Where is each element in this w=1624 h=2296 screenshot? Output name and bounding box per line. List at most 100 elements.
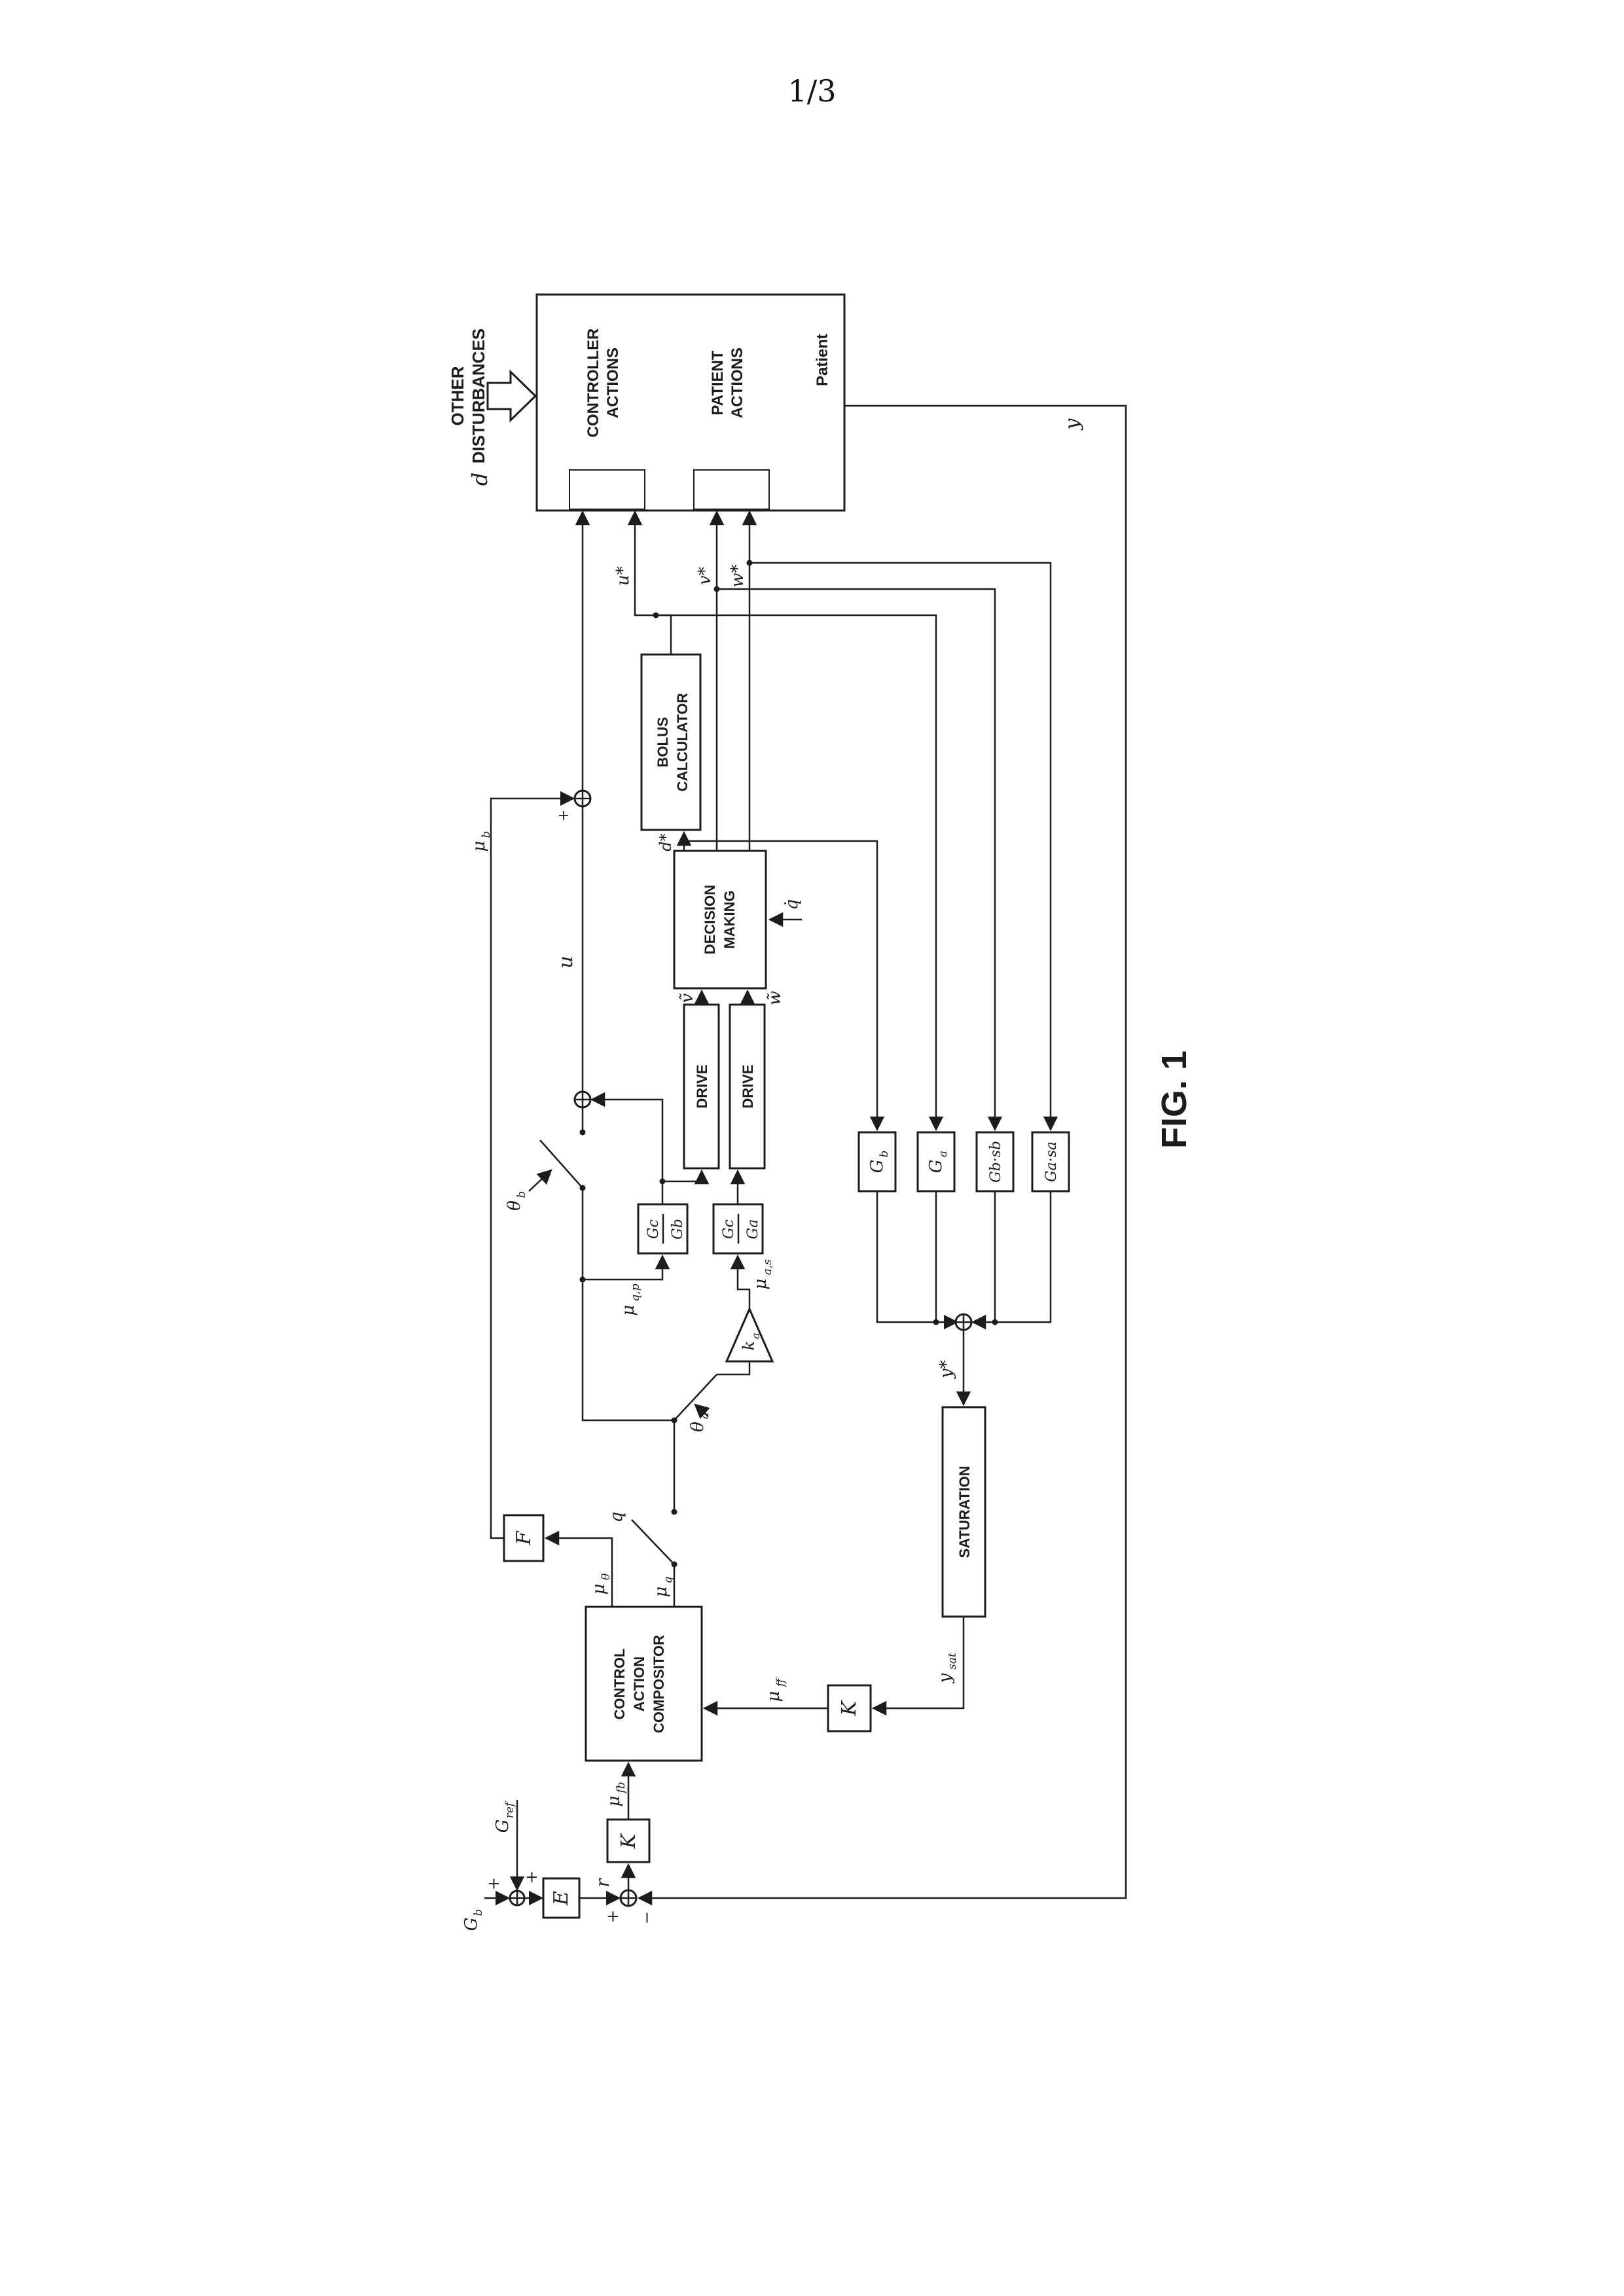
controller-actions-port [569,469,645,510]
wire-amp-to-fraction-bottom [730,1254,751,1309]
amplifier-ka [725,1306,774,1363]
figure-caption: FIG. 1 [1155,1050,1194,1149]
wire-switch-0-arm [631,1519,675,1565]
patient-actions-label: ACTIONS [729,348,746,418]
sign-plus-gb: + [484,1877,503,1890]
disturbance-arrow-icon [486,369,537,423]
sign-minus-y: − [638,1911,656,1924]
wire-main-u-line-left [581,1188,674,1422]
sum-junction-s4 [573,1090,592,1109]
signal-ysat: y [935,1673,955,1683]
wire-switch-b-arm [539,1139,583,1189]
g2-sub: a [937,1151,950,1157]
bolus-calculator-label: CALCULATOR [674,693,691,792]
wire-ustar [627,510,672,655]
drive-top-label: DRIVE [694,1064,710,1108]
controller-actions-label: CONTROLLER [585,329,602,438]
other-disturbances-label: DISTURBANCES [469,329,488,464]
tap-dot [653,612,659,619]
signal-ystar: y* [937,1360,956,1379]
sum-junction-s5 [573,789,592,808]
signal-muas-sub: a,s [761,1259,774,1276]
compositor-label: ACTION [631,1657,647,1712]
figure-area: OTHER DISTURBANCES d CONTROLLER ACTIONS … [419,216,1204,1983]
wire-g3-input [717,588,1003,1132]
g1-label: G [867,1160,887,1174]
signal-dstar: d* [657,833,675,851]
g1-block [857,1131,897,1193]
sign-plus-r: + [604,1910,622,1923]
switch-pivot-dot [671,1417,677,1424]
wire-g2-input [656,614,944,1132]
signal-mub: μ [469,841,489,852]
switch-pivot-dot [671,1561,677,1568]
fraction-top-num: Gc [645,1219,662,1239]
signal-qdot: q̇ [782,899,802,910]
bolus-calculator-block [640,653,702,831]
tap-dot [713,586,720,592]
sheet-number: 1/3 [787,73,837,109]
signal-ysat-sub: sat [946,1653,959,1670]
k1-block [606,1818,651,1863]
signal-gb-in: G [461,1918,481,1931]
signal-mub-sub: b [480,831,493,838]
wire-g1-to-s3 [876,1191,959,1330]
wire-saturation-to-k2 [871,1617,965,1716]
signal-theta-b-sub: b [515,1191,528,1198]
signal-muq-sub: q [662,1576,675,1583]
signal-wtilde: w̃ [765,991,785,1005]
tap-dot [681,838,687,844]
signal-mufb: μ [604,1796,624,1807]
wire-theta-b-pointer [528,1169,552,1192]
g3-block [975,1131,1015,1193]
wire-fraction-top-out-to-s4 [590,1092,664,1204]
signal-theta-a: θ [688,1422,708,1432]
sign-plus-gref: + [522,1871,541,1884]
g4-label: Ga·sa [1043,1141,1060,1182]
wire-switch-a-arm [674,1374,717,1421]
signal-muff: μ [764,1691,784,1702]
signal-muas: μ [751,1279,770,1290]
signal-ustar: u* [613,566,633,586]
signal-muff-sub: ff [774,1677,787,1688]
tap-dot [933,1319,939,1325]
tap-dot [992,1319,998,1325]
other-disturbances-label: OTHER [448,366,467,425]
signal-gref-sub: ref [503,1801,516,1818]
tap-dot [579,1276,586,1283]
wire-f-to-mub-rail [490,791,575,1539]
wire-g1-input [684,840,885,1132]
wire-g4-input [749,562,1058,1132]
signal-muqp: μ [619,1305,638,1316]
decision-making-label: MAKING [721,890,738,948]
g2-block [916,1131,956,1193]
signal-r: r [592,1878,613,1888]
k2-label: K [838,1700,861,1716]
g2-label: G [926,1160,946,1174]
signal-q: q [607,1512,626,1523]
patient-title: Patient [814,334,831,386]
fraction-bottom-den: Ga [745,1219,761,1240]
wire-fraction-top-feed [583,1254,670,1281]
fraction-top-den: Gb [670,1219,686,1240]
signal-mutheta-sub: θ [600,1573,613,1580]
patient-actions-label: PATIENT [709,350,727,415]
signal-theta-b: θ [505,1200,524,1211]
sum-junction-s3 [954,1313,973,1331]
tap-dot [659,1178,666,1185]
g4-block [1031,1131,1070,1193]
e-label: E [550,1891,573,1906]
signal-vstar: v* [695,567,715,585]
amplifier-ka-sub: a [749,1333,762,1339]
wire-compositor-mutheta-to-f [544,1530,613,1607]
f-block [503,1514,545,1562]
patient-block [535,293,846,512]
switch-pivot-dot [671,1509,677,1515]
wire-to-amplifier [717,1361,751,1376]
k1-label: K [617,1833,640,1849]
f-label: F [513,1530,535,1545]
drive-bottom-label: DRIVE [740,1064,756,1108]
figure-landscape: OTHER DISTURBANCES d CONTROLLER ACTIONS … [419,216,1204,1983]
signal-gref: G [493,1820,513,1833]
